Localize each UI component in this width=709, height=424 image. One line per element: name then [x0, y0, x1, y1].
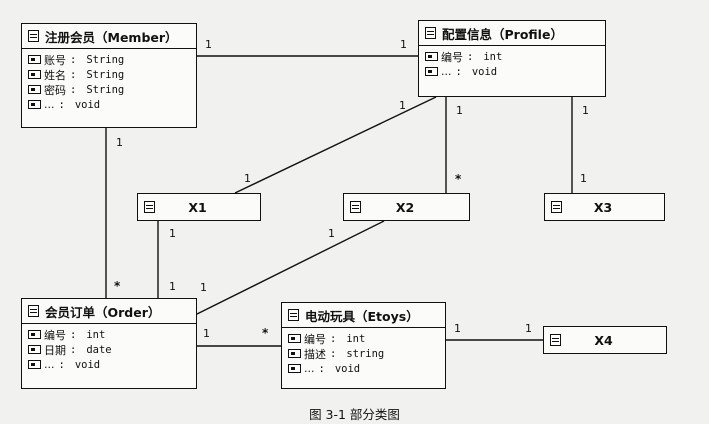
class-profile[interactable]: 配置信息（Profile） 编号:int ...:void	[418, 20, 606, 97]
class-x2-header: X2	[344, 194, 469, 220]
multiplicity: 1	[205, 38, 212, 51]
attribute-icon	[288, 334, 301, 343]
class-x2-title: X2	[395, 199, 415, 215]
attribute-row: ...:void	[288, 361, 439, 376]
class-profile-attributes: 编号:int ...:void	[419, 46, 605, 82]
attribute-icon	[425, 52, 438, 61]
attribute-row: 日期:date	[28, 342, 190, 357]
class-x3-header: X3	[545, 194, 664, 220]
multiplicity: *	[455, 172, 462, 186]
class-x3-title: X3	[593, 199, 613, 215]
attribute-row: ...:void	[425, 64, 599, 79]
class-profile-header: 配置信息（Profile）	[419, 21, 605, 46]
multiplicity: 1	[116, 136, 123, 149]
attribute-row: 账号:String	[28, 52, 190, 67]
class-etoys[interactable]: 电动玩具（Etoys） 编号:int 描述:string ...:void	[281, 302, 446, 389]
class-member-title: 注册会员（Member）	[45, 29, 178, 45]
attribute-icon	[28, 330, 41, 339]
attribute-row: 姓名:String	[28, 67, 190, 82]
assoc-x2-order	[192, 220, 385, 317]
multiplicity: 1	[400, 38, 407, 51]
multiplicity: 1	[456, 104, 463, 117]
class-order[interactable]: 会员订单（Order） 编号:int 日期:date ...:void	[21, 298, 197, 389]
class-icon	[350, 201, 361, 213]
multiplicity: 1	[454, 322, 461, 335]
class-x1-title: X1	[188, 199, 207, 215]
multiplicity: 1	[582, 104, 589, 117]
class-x4-title: X4	[594, 332, 613, 348]
class-icon	[144, 201, 155, 213]
class-order-title: 会员订单（Order）	[45, 304, 161, 320]
multiplicity: 1	[525, 322, 532, 335]
attribute-icon	[28, 100, 41, 109]
assoc-profile-x1	[234, 96, 437, 194]
attribute-icon	[28, 55, 41, 64]
multiplicity: 1	[399, 99, 406, 112]
attribute-row: ...:void	[28, 357, 190, 372]
multiplicity: 1	[328, 227, 335, 240]
class-etoys-header: 电动玩具（Etoys）	[282, 303, 445, 328]
attribute-icon	[28, 345, 41, 354]
multiplicity: *	[262, 326, 269, 340]
class-icon	[28, 30, 39, 42]
attribute-row: 描述:string	[288, 346, 439, 361]
class-icon	[551, 201, 562, 213]
multiplicity: 1	[580, 172, 587, 185]
class-x4[interactable]: X4	[543, 326, 667, 354]
attribute-row: 编号:int	[28, 327, 190, 342]
class-order-header: 会员订单（Order）	[22, 299, 196, 324]
attribute-icon	[28, 70, 41, 79]
class-x4-header: X4	[544, 327, 666, 353]
class-order-attributes: 编号:int 日期:date ...:void	[22, 324, 196, 375]
attribute-icon	[28, 360, 41, 369]
class-icon	[288, 309, 299, 321]
multiplicity: *	[114, 279, 121, 293]
class-x1-header: X1	[138, 194, 260, 220]
multiplicity: 1	[244, 172, 251, 185]
multiplicity: 1	[169, 280, 176, 293]
class-x1[interactable]: X1	[137, 193, 261, 221]
attribute-row: 密码:String	[28, 82, 190, 97]
multiplicity: 1	[200, 281, 207, 294]
attribute-icon	[288, 349, 301, 358]
figure-caption: 图 3-1 部分类图	[309, 407, 400, 422]
multiplicity: 1	[203, 327, 210, 340]
attribute-row: ...:void	[28, 97, 190, 112]
attribute-icon	[288, 364, 301, 373]
class-member[interactable]: 注册会员（Member） 账号:String 姓名:String 密码:Stri…	[21, 23, 197, 128]
class-x2[interactable]: X2	[343, 193, 470, 221]
class-icon	[28, 305, 39, 317]
attribute-icon	[425, 67, 438, 76]
attribute-row: 编号:int	[288, 331, 439, 346]
class-member-header: 注册会员（Member）	[22, 24, 196, 49]
class-x3[interactable]: X3	[544, 193, 665, 221]
attribute-icon	[28, 85, 41, 94]
class-icon	[425, 27, 436, 39]
class-etoys-attributes: 编号:int 描述:string ...:void	[282, 328, 445, 379]
multiplicity: 1	[169, 227, 176, 240]
class-member-attributes: 账号:String 姓名:String 密码:String ...:void	[22, 49, 196, 115]
class-etoys-title: 电动玩具（Etoys）	[305, 308, 419, 324]
class-icon	[550, 334, 561, 346]
class-profile-title: 配置信息（Profile）	[442, 26, 563, 42]
attribute-row: 编号:int	[425, 49, 599, 64]
